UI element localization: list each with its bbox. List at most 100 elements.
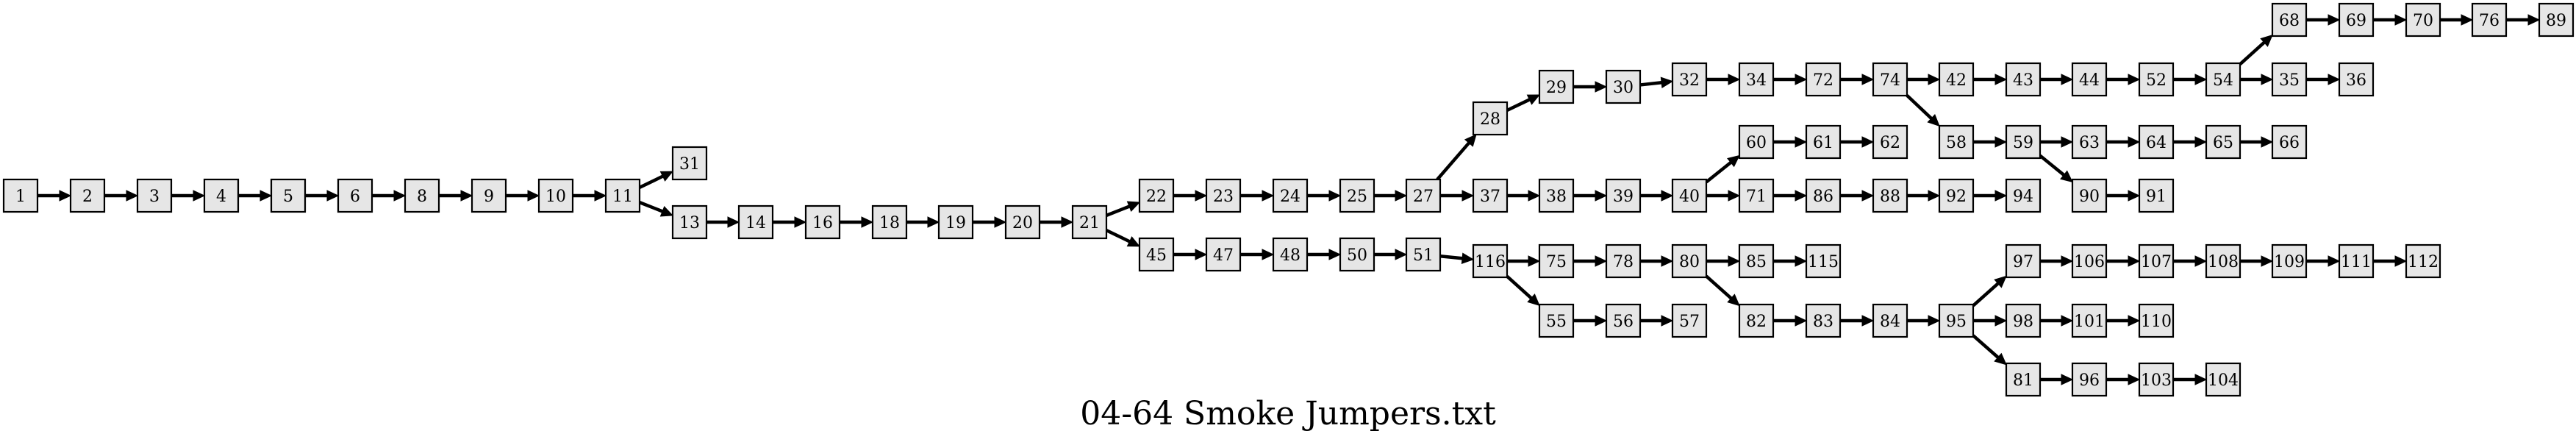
node-50: 50 — [1339, 237, 1375, 272]
node-label: 104 — [2208, 371, 2239, 390]
node-24: 24 — [1272, 178, 1309, 213]
node-85: 85 — [1738, 243, 1775, 279]
node-label: 34 — [1746, 71, 1767, 90]
edge-44-52 — [2106, 74, 2141, 85]
node-25: 25 — [1339, 178, 1375, 213]
node-label: 19 — [945, 214, 966, 232]
node-label: 9 — [484, 188, 494, 206]
edge-28-29 — [1506, 94, 1541, 113]
node-label: 18 — [879, 214, 900, 232]
edge-35-36 — [2306, 74, 2341, 85]
node-label: 70 — [2413, 12, 2433, 30]
node-78: 78 — [1605, 243, 1642, 279]
node-label: 37 — [1480, 188, 1500, 206]
node-label: 65 — [2213, 134, 2233, 152]
node-92: 92 — [1938, 178, 1975, 213]
node-label: 112 — [2408, 253, 2439, 271]
node-43: 43 — [2005, 62, 2042, 97]
edge-95-81 — [1972, 334, 2007, 366]
node-label: 59 — [2013, 134, 2033, 152]
node-label: 92 — [1946, 188, 1967, 206]
node-72: 72 — [1805, 62, 1842, 97]
node-20: 20 — [1004, 204, 1041, 240]
edge-96-103 — [2106, 374, 2141, 385]
node-96: 96 — [2071, 362, 2108, 397]
edge-70-76 — [2440, 14, 2474, 26]
edge-59-90 — [2039, 154, 2073, 183]
node-label: 94 — [2013, 188, 2033, 206]
node-65: 65 — [2205, 124, 2242, 160]
node-label: 23 — [1213, 188, 1234, 206]
edge-18-19 — [906, 216, 940, 228]
node-35: 35 — [2271, 62, 2308, 97]
node-label: 81 — [2013, 371, 2033, 390]
edge-1-2 — [37, 190, 72, 202]
edge-39-40 — [1640, 190, 1674, 202]
node-61: 61 — [1805, 124, 1842, 160]
edge-80-85 — [1706, 255, 1741, 267]
node-label: 14 — [745, 214, 766, 232]
edge-116-75 — [1507, 255, 1541, 267]
node-label: 69 — [2346, 12, 2366, 30]
node-label: 86 — [1813, 188, 1833, 206]
edge-55-56 — [1573, 315, 1608, 327]
node-44: 44 — [2071, 62, 2108, 97]
node-label: 8 — [417, 188, 427, 206]
node-108: 108 — [2205, 243, 2242, 279]
node-42: 42 — [1938, 62, 1975, 97]
node-label: 97 — [2013, 253, 2033, 271]
node-label: 43 — [2013, 71, 2033, 90]
edge-47-48 — [1240, 249, 1275, 260]
edge-21-45 — [1106, 229, 1141, 247]
edge-10-11 — [573, 190, 607, 202]
edge-88-92 — [1907, 190, 1941, 202]
edge-14-16 — [773, 216, 807, 228]
node-95: 95 — [1938, 303, 1975, 338]
edge-80-82 — [1705, 274, 1740, 307]
node-label: 75 — [1546, 253, 1567, 271]
node-64: 64 — [2138, 124, 2175, 160]
node-60: 60 — [1738, 124, 1775, 160]
edge-27-37 — [1440, 190, 1475, 202]
node-66: 66 — [2271, 124, 2308, 160]
node-6: 6 — [337, 178, 373, 213]
node-label: 56 — [1613, 313, 1634, 331]
edge-101-110 — [2106, 315, 2141, 327]
node-label: 39 — [1613, 188, 1634, 206]
edge-40-60 — [1705, 154, 1740, 184]
node-69: 69 — [2338, 2, 2375, 38]
node-label: 32 — [1679, 71, 1700, 90]
node-98: 98 — [2005, 303, 2042, 338]
node-label: 110 — [2141, 313, 2172, 331]
node-label: 101 — [2074, 313, 2105, 331]
node-19: 19 — [937, 204, 974, 240]
edge-76-89 — [2506, 14, 2541, 26]
node-4: 4 — [203, 178, 240, 213]
edge-72-74 — [1840, 74, 1875, 85]
edge-52-54 — [2173, 74, 2208, 85]
node-label: 29 — [1546, 79, 1567, 97]
node-86: 86 — [1805, 178, 1842, 213]
node-label: 35 — [2279, 71, 2300, 90]
edge-19-20 — [973, 216, 1007, 228]
node-label: 11 — [612, 188, 633, 206]
edge-21-22 — [1106, 201, 1141, 217]
edge-40-71 — [1706, 190, 1741, 202]
edge-30-32 — [1639, 76, 1674, 89]
node-51: 51 — [1405, 237, 1442, 272]
node-label: 42 — [1946, 71, 1967, 90]
node-71: 71 — [1738, 178, 1775, 213]
node-36: 36 — [2338, 62, 2375, 97]
node-27: 27 — [1405, 178, 1442, 213]
node-14: 14 — [737, 204, 774, 240]
node-39: 39 — [1605, 178, 1642, 213]
edge-13-14 — [706, 216, 740, 228]
node-94: 94 — [2005, 178, 2042, 213]
node-54: 54 — [2205, 62, 2242, 97]
edge-3-4 — [171, 190, 206, 202]
node-label: 74 — [1880, 71, 1900, 90]
node-label: 72 — [1813, 71, 1833, 90]
edge-45-47 — [1173, 249, 1208, 260]
edge-69-70 — [2373, 14, 2408, 26]
edge-8-9 — [439, 190, 473, 202]
